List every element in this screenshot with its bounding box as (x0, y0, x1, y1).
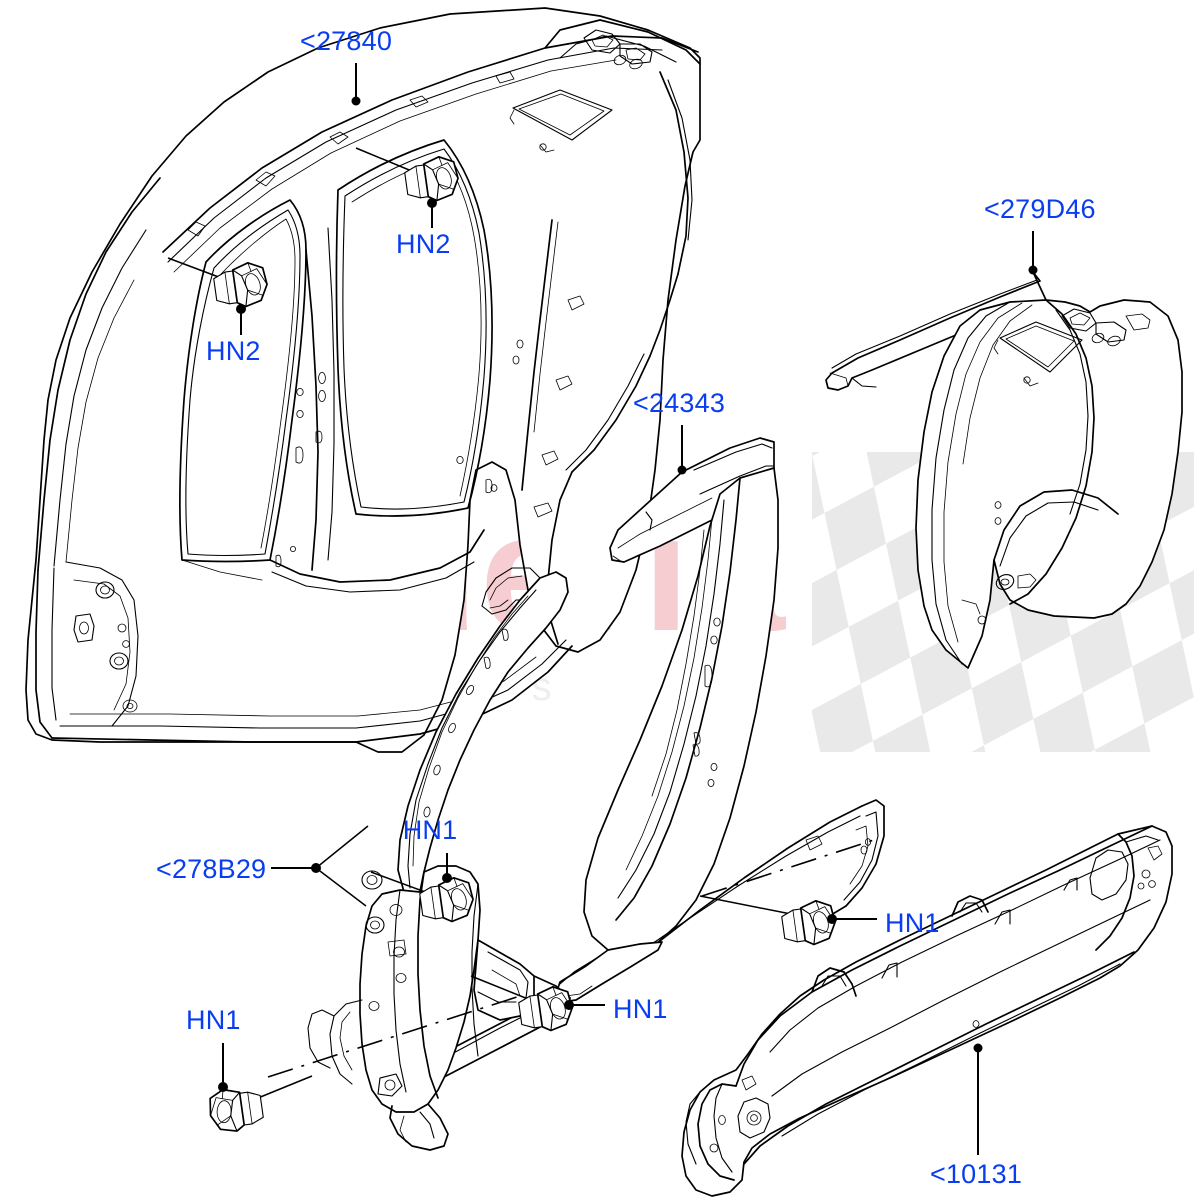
hn1-pillar-upper-nut-icon (419, 876, 474, 923)
assembly-dashed-lines (267, 837, 881, 1078)
hn1-sill-right-attach-line (699, 895, 792, 915)
fastener-hn1-sill-left[interactable]: HN1 (186, 1005, 313, 1134)
callout-24343-dot (677, 465, 687, 475)
callout-278B29[interactable]: <278B29 (156, 825, 369, 907)
hn2-lower-nut-icon (213, 261, 268, 308)
callout-279D46[interactable]: <279D46 (984, 194, 1096, 275)
fastener-hn1-pillar-upper[interactable]: HN1 (370, 815, 476, 925)
callout-27840-label: <27840 (300, 26, 392, 56)
hn1-pillar-lower-attach-line (470, 975, 529, 1000)
hn1-sill-left-attach-line (257, 1075, 313, 1099)
hn2-upper-label: HN2 (396, 229, 451, 259)
callout-27840[interactable]: <27840 (300, 26, 392, 106)
hn1-sill-left-nut-icon (209, 1088, 264, 1132)
callout-278B29-branch-upper (315, 825, 369, 869)
fastener-hn2-lower[interactable]: HN2 (167, 257, 270, 366)
hn1-pillar-upper-attach-line (370, 871, 429, 894)
hn1-sill-right-label: HN1 (885, 908, 940, 938)
callout-10131-label: <10131 (930, 1159, 1022, 1189)
fastener-hn1-sill-right[interactable]: HN1 (699, 895, 940, 948)
part-rear-quarter-panel (825, 271, 1183, 669)
dashed-line-bpillar-sill (701, 837, 881, 897)
hn1-sill-right-nut-icon (781, 899, 836, 946)
callout-278B29-branch-lower (315, 867, 367, 907)
callout-279D46-dot (1028, 265, 1038, 275)
callout-24343[interactable]: <24343 (633, 388, 725, 475)
callout-27840-dot (351, 96, 361, 106)
callout-10131[interactable]: <10131 (930, 1043, 1022, 1190)
part-body-side-panel-outer (25, 7, 701, 753)
part-front-a-pillar-reinforcement (307, 567, 571, 1151)
fastener-hn2-upper[interactable]: HN2 (355, 147, 461, 259)
callout-24343-label: <24343 (633, 388, 725, 418)
callout-279D46-label: <279D46 (984, 194, 1096, 224)
callout-10131-dot (973, 1043, 983, 1053)
hn2-lower-attach-line (167, 257, 225, 280)
hn1-pillar-lower-nut-icon (518, 985, 573, 1032)
callout-278B29-label: <278B29 (156, 854, 266, 884)
hn1-pillar-lower-label: HN1 (613, 994, 668, 1024)
part-rocker-sill-panel (681, 825, 1173, 1197)
hn2-upper-nut-icon (404, 155, 459, 202)
hn1-sill-left-label: HN1 (186, 1005, 241, 1035)
hn2-lower-label: HN2 (206, 336, 261, 366)
fastener-hn1-pillar-lower[interactable]: HN1 (470, 975, 668, 1034)
hn2-upper-attach-line (355, 147, 415, 173)
hn1-pillar-upper-label: HN1 (403, 815, 458, 845)
